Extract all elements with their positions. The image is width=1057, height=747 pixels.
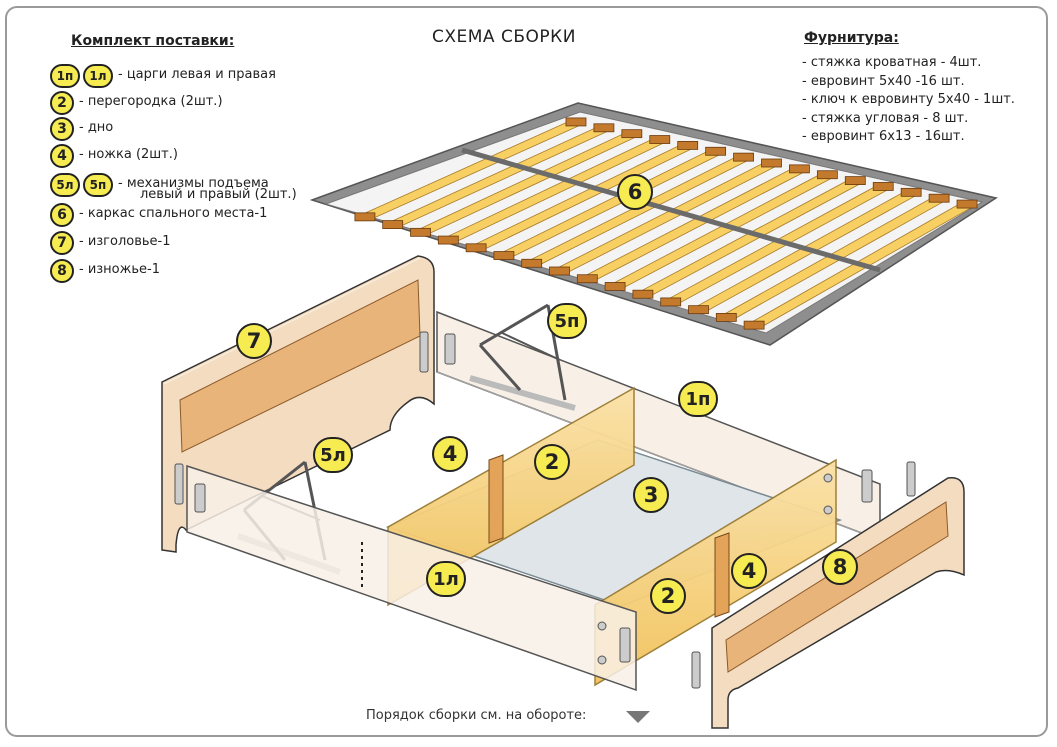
slat-holder bbox=[715, 312, 737, 322]
kit-item-text: - перегородка (2шт.) bbox=[79, 94, 223, 109]
kit-code-badge: 6 bbox=[50, 203, 74, 227]
slat-holder bbox=[410, 227, 431, 237]
slat-holder bbox=[761, 158, 782, 168]
hardware-heading: Фурнитура: bbox=[804, 30, 899, 46]
slat-holder bbox=[354, 212, 376, 222]
slat-holder bbox=[733, 152, 754, 162]
slat-holder bbox=[677, 140, 699, 150]
kit-code-badge: 3 bbox=[50, 117, 74, 141]
slat-holder bbox=[872, 182, 894, 191]
label-mechanism-right: 5п bbox=[547, 303, 587, 339]
page-title: СХЕМА СБОРКИ bbox=[432, 27, 576, 47]
slat-holder bbox=[632, 289, 654, 299]
slat-holder bbox=[900, 187, 922, 197]
label-side-rail-right: 1п bbox=[678, 381, 718, 417]
slat-holder bbox=[621, 129, 643, 139]
label-partition-back: 2 bbox=[534, 444, 570, 480]
slat-holder bbox=[465, 243, 487, 253]
kit-item-text: - каркас спального места-1 bbox=[79, 206, 268, 221]
hardware-item: - стяжка кроватная - 4шт. bbox=[802, 55, 982, 70]
footer-note: Порядок сборки см. на обороте: bbox=[366, 708, 587, 723]
kit-item-text-line2: левый и правый (2шт.) bbox=[140, 187, 297, 202]
slat-holder bbox=[660, 297, 682, 307]
hardware-item: - стяжка угловая - 8 шт. bbox=[802, 110, 969, 126]
slat-holder bbox=[688, 305, 709, 315]
label-footboard: 8 bbox=[822, 549, 858, 585]
slat-holder bbox=[816, 170, 838, 180]
kit-code-badge: 4 bbox=[50, 144, 74, 168]
hardware-item: - евровинт 6х13 - 16шт. bbox=[802, 129, 965, 144]
slat-holder bbox=[437, 235, 459, 245]
down-arrow-icon bbox=[626, 711, 650, 723]
kit-item-text: - изголовье-1 bbox=[79, 234, 171, 249]
slat-holder bbox=[789, 164, 810, 174]
slat-holder bbox=[604, 282, 626, 291]
kit-code-badge: 1п bbox=[50, 64, 80, 88]
label-mechanism-left: 5л bbox=[313, 437, 353, 473]
slat-holder bbox=[705, 146, 727, 156]
slat-holder bbox=[593, 123, 615, 133]
kit-item-text: - изножье-1 bbox=[79, 262, 160, 277]
label-leg-left: 4 bbox=[432, 436, 468, 472]
slat-holder bbox=[844, 176, 866, 186]
slat-holder bbox=[565, 117, 587, 127]
slat-holder bbox=[576, 274, 598, 284]
label-frame: 6 bbox=[617, 174, 653, 210]
label-headboard: 7 bbox=[236, 323, 272, 359]
footboard bbox=[711, 477, 965, 729]
kit-heading: Комплект поставки: bbox=[71, 33, 235, 49]
legs bbox=[488, 454, 730, 618]
slat-holder bbox=[649, 135, 671, 144]
slats bbox=[354, 117, 978, 330]
slat-holder bbox=[521, 258, 543, 268]
kit-code-badge: 1л bbox=[83, 64, 113, 88]
kit-item-text: - царги левая и правая bbox=[118, 67, 276, 82]
kit-item-text: - механизмы подъема bbox=[118, 176, 269, 191]
hardware-item: - евровинт 5х40 -16 шт. bbox=[802, 73, 965, 89]
slat-holder bbox=[549, 266, 570, 276]
kit-item-text: - ножка (2шт.) bbox=[79, 147, 178, 162]
side-rail-left bbox=[186, 464, 637, 692]
slat-holder bbox=[382, 220, 404, 230]
hardware-details bbox=[174, 331, 916, 689]
slat-holder bbox=[743, 320, 765, 330]
kit-code-badge: 5п bbox=[83, 173, 113, 197]
slat-holder bbox=[956, 199, 978, 209]
label-bottom: 3 bbox=[633, 477, 669, 513]
kit-code-badge: 2 bbox=[50, 91, 74, 115]
slatted-frame bbox=[309, 102, 998, 346]
kit-item-text: - дно bbox=[79, 120, 114, 135]
hardware-item: - ключ к евровинту 5х40 - 1шт. bbox=[802, 92, 1015, 107]
frame-center-beam bbox=[461, 147, 881, 273]
slat-holder bbox=[493, 251, 515, 260]
slat-holder bbox=[928, 193, 950, 203]
kit-code-badge: 5л bbox=[50, 173, 80, 197]
kit-code-badge: 7 bbox=[50, 231, 74, 255]
label-side-rail-left: 1л bbox=[426, 561, 466, 597]
label-partition-front: 2 bbox=[650, 578, 686, 614]
diagram-border bbox=[5, 6, 1048, 737]
label-leg-right: 4 bbox=[731, 553, 767, 589]
kit-code-badge: 8 bbox=[50, 259, 74, 283]
